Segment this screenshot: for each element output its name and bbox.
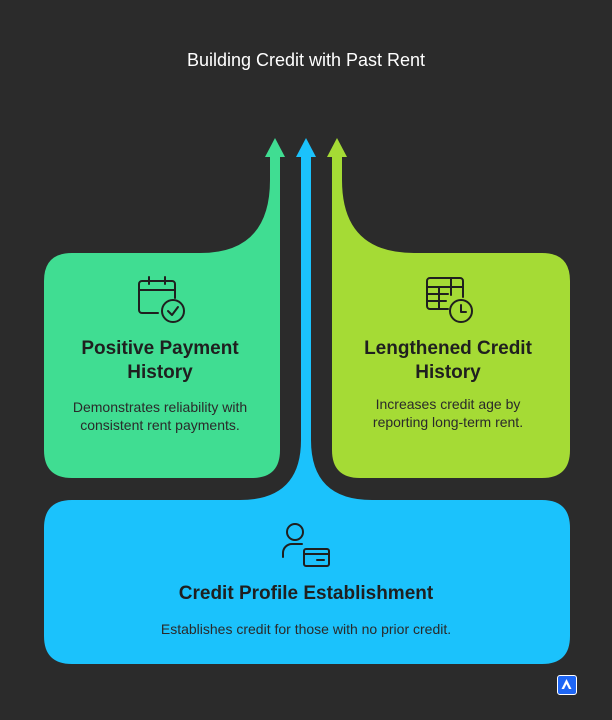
app-logo-icon [557, 675, 577, 695]
card-title-right: Lengthened Credit History [364, 338, 532, 383]
card-desc-bottom: Establishes credit for those with no pri… [160, 621, 452, 637]
card-desc-right: Increases credit age by reporting long-t… [372, 396, 524, 430]
arrow-head-center [296, 138, 316, 157]
calendar-check-icon [138, 276, 185, 323]
card-desc-left: Demonstrates reliability with consistent… [72, 399, 248, 433]
card-title-left: Positive Payment History [81, 338, 239, 383]
arrow-head-right [327, 138, 347, 157]
card-shape-left [44, 156, 280, 478]
diagram-title: Building Credit with Past Rent [186, 50, 426, 70]
arrow-head-left [265, 138, 285, 157]
calendar-clock-icon [426, 277, 473, 323]
card-shape-bottom [44, 156, 570, 664]
user-credit-card-icon [282, 523, 330, 567]
card-title-bottom: Credit Profile Establishment [178, 583, 434, 604]
